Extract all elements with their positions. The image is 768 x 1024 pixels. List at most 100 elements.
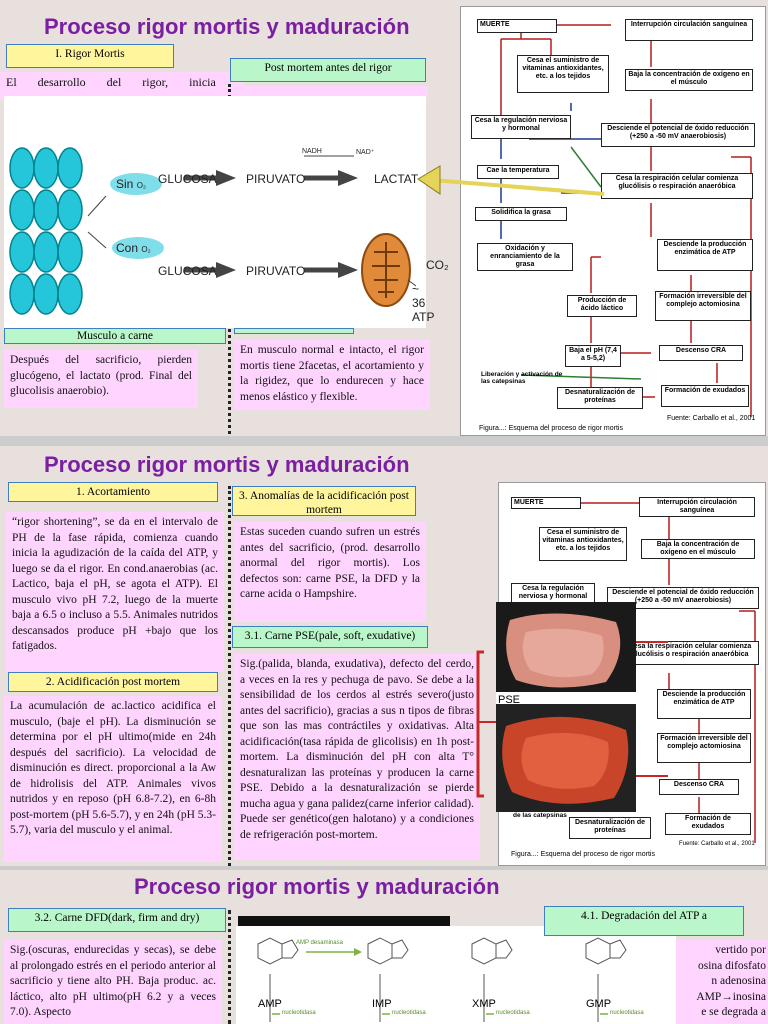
acidificacion-header: 2. Acidificación post mortem bbox=[8, 672, 218, 692]
flowchart-arrows bbox=[500, 24, 752, 417]
fc-fuente: Fuente: Carballo et al., 2001 bbox=[667, 415, 756, 422]
sin-oxygen-bubble bbox=[110, 173, 162, 195]
fc-cesa-suministro: Cesa el suministro de vitaminas antioxid… bbox=[517, 55, 609, 93]
fc2-formacion-irreversible: Formación irreversible del complejo acto… bbox=[657, 733, 751, 763]
fc-desciende-potencial: Desciende el potencial de óxido reducció… bbox=[601, 123, 755, 147]
pse-label: PSE bbox=[498, 694, 521, 706]
nad-label: NAD⁺ bbox=[356, 149, 375, 156]
glucosa-label-1: GLUCOSA bbox=[158, 172, 217, 186]
nucleotidasa-3: nucleotidasa bbox=[496, 1010, 530, 1016]
fc2-cesa-suministro: Cesa el suministro de vitaminas antioxid… bbox=[539, 527, 627, 561]
meat-image bbox=[496, 602, 636, 812]
fc2-desnaturalizacion: Desnaturalización de proteínas bbox=[569, 817, 651, 839]
anomalias-header: 3. Anomalías de la acidificación post mo… bbox=[232, 486, 416, 516]
nucleotidasa-4: nucleotidasa bbox=[610, 1010, 644, 1016]
header-partial bbox=[234, 328, 354, 334]
molecule-imp: IMP bbox=[372, 998, 392, 1010]
acortamiento-header: 1. Acortamiento bbox=[8, 482, 218, 502]
sin-label: Sin O₂ bbox=[116, 177, 146, 191]
molecule-amp: AMP bbox=[258, 998, 282, 1010]
fc-baja-ph: Baja el pH (7,4 a 5-5,2) bbox=[565, 345, 621, 367]
pse-meat-photo: PSE bbox=[496, 602, 636, 812]
fc2-baja-oxigeno: Baja la concentración de oxígeno en el m… bbox=[641, 539, 755, 559]
fc-desciende-atp: Desciende la producción enzimática de AT… bbox=[657, 239, 753, 271]
pse-header: 3.1. Carne PSE(pale, soft, exudative) bbox=[232, 626, 428, 648]
slide-1: Proceso rigor mortis y maduración I. Rig… bbox=[0, 0, 768, 436]
acidificacion-text: La acumulación de ac.lactico acidifica e… bbox=[4, 696, 222, 862]
atp-line-1: vertido por bbox=[715, 944, 766, 956]
fc2-cesa-respiracion: Cesa la respiración celular comienza glu… bbox=[621, 641, 759, 665]
fc-formacion-irreversible: Formación irreversible del complejo acto… bbox=[655, 291, 751, 321]
atp-degradation-header: 4.1. Degradación del ATP a bbox=[544, 906, 744, 936]
molecule-xmp: XMP bbox=[472, 998, 496, 1010]
piruvato-label-1: PIRUVATO bbox=[246, 172, 306, 186]
fc2-fuente: Fuente: Carballo et al., 2001 bbox=[679, 841, 755, 847]
musculo-carne-text: Después del sacrificio, pierden glucógen… bbox=[4, 350, 198, 408]
post-mortem-text bbox=[234, 86, 428, 98]
atp-degradation-text: vertido por osina difosfato n adenosina … bbox=[676, 940, 768, 1024]
fc-figura: Figura...: Esquema del proceso de rigor … bbox=[479, 425, 623, 432]
fc-formacion-exudados: Formación de exudados bbox=[661, 385, 749, 407]
rigor-mortis-header: I. Rigor Mortis bbox=[6, 44, 174, 68]
atp-degradation-diagram: AMP desaminasa AMP IMP XMP GMP nucleotid… bbox=[236, 926, 676, 1024]
o2-text-2: O₂ bbox=[141, 245, 151, 254]
dark-banner bbox=[238, 916, 450, 926]
con-label: Con O₂ bbox=[116, 241, 151, 255]
fc-oxidacion: Oxidación y enranciamiento de la grasa bbox=[477, 243, 573, 271]
piruvato-label-2: PIRUVATO bbox=[246, 264, 306, 278]
rigor-text: El desarrollo del rigor, inicia bbox=[0, 72, 244, 100]
slide-title-3: Proceso rigor mortis y maduración bbox=[134, 874, 500, 899]
co2-label: CO₂ bbox=[426, 258, 449, 272]
slide-title-2: Proceso rigor mortis y maduración bbox=[44, 452, 410, 477]
fc2-muerte: MUERTE bbox=[511, 497, 581, 509]
slide-title: Proceso rigor mortis y maduración bbox=[44, 14, 410, 39]
fc2-cesa-regulacion: Cesa la regulación nerviosa y hormonal bbox=[511, 583, 595, 603]
fc-cesa-regulacion: Cesa la regulación nerviosa y hormonal bbox=[471, 115, 571, 139]
fc2-formacion-exudados: Formación de exudados bbox=[665, 813, 751, 835]
fc2-figura: Figura...: Esquema del proceso de rigor … bbox=[511, 851, 655, 858]
column-divider-2 bbox=[228, 486, 231, 866]
atp-line-2: osina difosfato bbox=[697, 959, 766, 972]
con-text: Con bbox=[116, 241, 139, 255]
musculo-carne-header: Musculo a carne bbox=[4, 328, 226, 344]
lactato-label: LACTAT bbox=[374, 172, 419, 186]
acortamiento-text: “rigor shortening”, se da en el interval… bbox=[6, 512, 224, 672]
fc-solidifica: Solidifica la grasa bbox=[475, 207, 567, 221]
atp-label: ~ 36 ATP bbox=[412, 282, 435, 324]
fc-cesa-respiracion: Cesa la respiración celular comienza glu… bbox=[601, 173, 753, 199]
fc-baja-oxigeno: Baja la concentración de oxígeno en el m… bbox=[625, 69, 753, 91]
fc-desnaturalizacion: Desnaturalización de proteínas bbox=[557, 387, 643, 409]
sin-text: Sin bbox=[116, 177, 134, 191]
nucleotidasa-1: nucleotidasa bbox=[282, 1010, 316, 1016]
fc-liberacion: Liberación y activación de las catepsina… bbox=[481, 371, 563, 385]
dfd-text: Sig.(oscuras, endurecidas y secas), se d… bbox=[4, 940, 222, 1024]
atp-line-3: n adenosina bbox=[711, 975, 766, 987]
nadh-label: NADH bbox=[302, 148, 322, 155]
enzyme-label: AMP desaminasa bbox=[296, 940, 343, 946]
metabolism-diagram: Sin O₂ Con O₂ GLUCOSA PIRUVATO NADH NAD⁺… bbox=[4, 96, 449, 328]
con-oxygen-bubble bbox=[112, 237, 164, 259]
fc2-desciende-potencial: Desciende el potencial de óxido reducció… bbox=[607, 587, 759, 609]
dfd-header: 3.2. Carne DFD(dark, firm and dry) bbox=[8, 908, 226, 932]
slide-2: Proceso rigor mortis y maduración 1. Aco… bbox=[0, 446, 768, 866]
atp-line-5: e se degrada a bbox=[701, 1006, 766, 1018]
pse-text: Sig.(palida, blanda, exudativa), defecto… bbox=[234, 654, 480, 860]
nucleotidasa-2: nucleotidasa bbox=[392, 1010, 426, 1016]
fc2-interrupcion: Interrupción circulación sanguínea bbox=[639, 497, 755, 517]
fc-interrupcion: Interrupción circulación sanguínea bbox=[625, 19, 753, 41]
atp-line-4: AMP→inosina bbox=[696, 990, 766, 1003]
column-divider-3 bbox=[228, 910, 231, 1024]
fc2-desciende-atp: Desciende la producción enzimática de AT… bbox=[657, 689, 751, 719]
molecule-structures bbox=[257, 937, 627, 1022]
glucosa-label-2: GLUCOSA bbox=[158, 264, 217, 278]
molecule-gmp: GMP bbox=[586, 998, 612, 1010]
slide-3: Proceso rigor mortis y maduración 3.2. C… bbox=[0, 870, 768, 1024]
o2-text: O₂ bbox=[136, 181, 147, 190]
fc-produccion-acido: Producción de ácido láctico bbox=[567, 295, 637, 317]
rigor-flowchart-1: MUERTE Interrupción circulación sanguíne… bbox=[460, 6, 766, 436]
post-mortem-header: Post mortem antes del rigor bbox=[230, 58, 426, 82]
fc-cae-temperatura: Cae la temperatura bbox=[477, 165, 559, 179]
fc2-descenso-cra: Descenso CRA bbox=[659, 779, 739, 795]
fc-muerte: MUERTE bbox=[477, 19, 557, 33]
normal-muscle-text: En musculo normal e intacto, el rigor mo… bbox=[234, 340, 430, 410]
